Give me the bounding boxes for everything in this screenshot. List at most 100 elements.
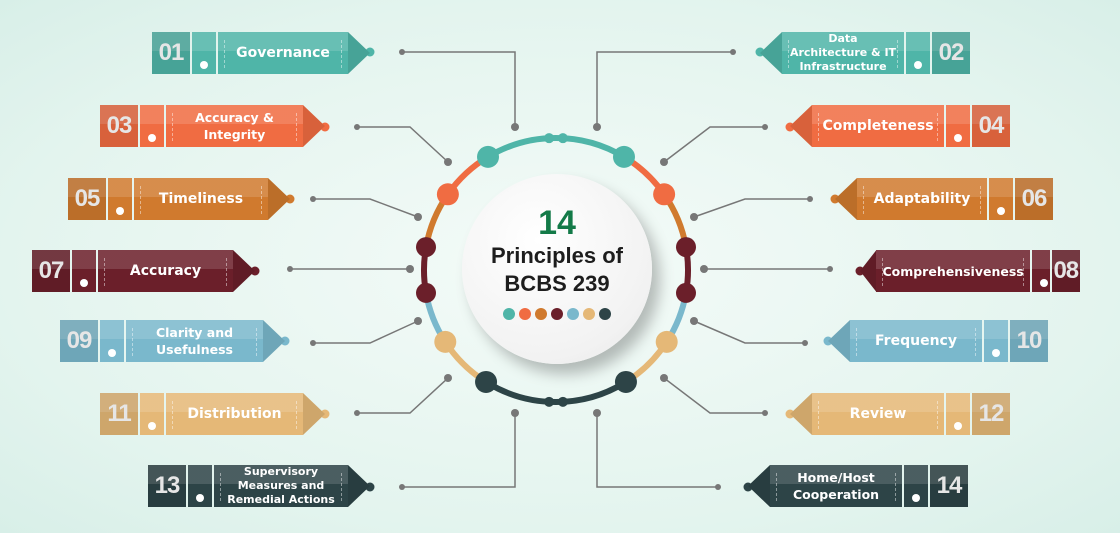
arrow-tip xyxy=(860,250,877,292)
arrow-tip xyxy=(748,465,770,507)
connector-line xyxy=(663,377,765,414)
ring-node xyxy=(557,396,568,407)
principle-label: Completeness xyxy=(812,105,944,147)
connector-line xyxy=(693,198,810,218)
dot-box xyxy=(1031,250,1050,292)
connector-line xyxy=(402,413,516,488)
arrow-tip xyxy=(790,393,812,435)
principle-label: Distribution xyxy=(166,393,303,435)
principle-label: Accuracy xyxy=(98,250,233,292)
dot-box xyxy=(984,320,1008,362)
principle-number: 04 xyxy=(972,105,1010,147)
connector-start-dot xyxy=(827,266,833,272)
ring-node xyxy=(477,145,500,168)
dot-box xyxy=(989,178,1013,220)
connector-line xyxy=(596,413,718,488)
principle-number: 07 xyxy=(32,250,70,292)
label-end-dot xyxy=(280,336,290,346)
connector-start-dot xyxy=(715,484,721,490)
connector-end-dot xyxy=(511,123,519,131)
principle-number: 05 xyxy=(68,178,106,220)
connector-end-dot xyxy=(660,374,668,382)
label-end-dot xyxy=(320,409,330,419)
principle-05: 05 Timeliness xyxy=(68,178,290,220)
principle-10: Frequency 10 xyxy=(828,320,1048,362)
connector-end-dot xyxy=(700,265,708,273)
arrow-tip xyxy=(303,105,325,147)
connector-start-dot xyxy=(730,49,736,55)
center-line2: BCBS 239 xyxy=(504,271,610,296)
dot-box xyxy=(140,105,164,147)
connector-start-dot xyxy=(762,410,768,416)
color-dot xyxy=(583,308,595,320)
connector-start-dot xyxy=(762,124,768,130)
ring-node xyxy=(675,282,696,303)
dot-box xyxy=(140,393,164,435)
connector-start-dot xyxy=(310,196,316,202)
color-dot xyxy=(519,308,531,320)
principle-12: Review 12 xyxy=(790,393,1010,435)
arrow-tip xyxy=(790,105,812,147)
principle-number: 06 xyxy=(1015,178,1053,220)
dot-box xyxy=(188,465,212,507)
connector-start-dot xyxy=(354,124,360,130)
ring-node xyxy=(544,396,555,407)
arrow-tip xyxy=(760,32,782,74)
connector-line xyxy=(596,51,733,127)
connector-start-dot xyxy=(310,340,316,346)
center-title-circle: 14 Principles of BCBS 239 xyxy=(462,174,652,364)
principle-label: Comprehensiveness xyxy=(876,250,1030,292)
ring-node xyxy=(416,237,437,258)
principle-04: Completeness 04 xyxy=(790,105,1010,147)
principle-label: Home/Host Cooperation xyxy=(770,465,902,507)
principle-label: Review xyxy=(812,393,944,435)
ring-node xyxy=(614,370,637,393)
arrow-tip xyxy=(263,320,285,362)
color-dot xyxy=(599,308,611,320)
arrow-tip xyxy=(268,178,290,220)
arrow-tip xyxy=(835,178,857,220)
principle-label: Timeliness xyxy=(134,178,268,220)
ring-node xyxy=(416,282,437,303)
ring-arc xyxy=(486,135,626,160)
color-dot xyxy=(535,308,547,320)
principle-number: 12 xyxy=(972,393,1010,435)
connector-end-dot xyxy=(593,409,601,417)
connector-end-dot xyxy=(511,409,519,417)
ring-node xyxy=(655,330,678,353)
ring-node xyxy=(475,370,498,393)
dot-box xyxy=(946,393,970,435)
principle-label: Supervisory Measures and Remedial Action… xyxy=(214,465,348,507)
dot-box xyxy=(906,32,930,74)
color-dot xyxy=(503,308,515,320)
principle-label: Clarity and Usefulness xyxy=(126,320,263,362)
principle-06: Adaptability 06 xyxy=(835,178,1053,220)
dot-box xyxy=(192,32,216,74)
principle-label: Adaptability xyxy=(857,178,987,220)
connector-start-dot xyxy=(287,266,293,272)
dot-box xyxy=(108,178,132,220)
connector-end-dot xyxy=(414,317,422,325)
ring-node xyxy=(612,145,635,168)
ring-node xyxy=(653,183,676,206)
connector-line xyxy=(402,51,516,127)
connector-start-dot xyxy=(354,410,360,416)
principle-number: 13 xyxy=(148,465,186,507)
dot-box xyxy=(72,250,96,292)
principle-number: 10 xyxy=(1010,320,1048,362)
connector-start-dot xyxy=(399,49,405,55)
connector-end-dot xyxy=(660,158,668,166)
ring-node xyxy=(544,133,555,144)
arrow-tip xyxy=(348,32,370,74)
connector-end-dot xyxy=(444,374,452,382)
dot-box xyxy=(946,105,970,147)
label-end-dot xyxy=(250,266,260,276)
center-line1: Principles of xyxy=(490,243,624,268)
arrow-tip xyxy=(828,320,850,362)
principle-label: Frequency xyxy=(850,320,982,362)
connector-start-dot xyxy=(399,484,405,490)
